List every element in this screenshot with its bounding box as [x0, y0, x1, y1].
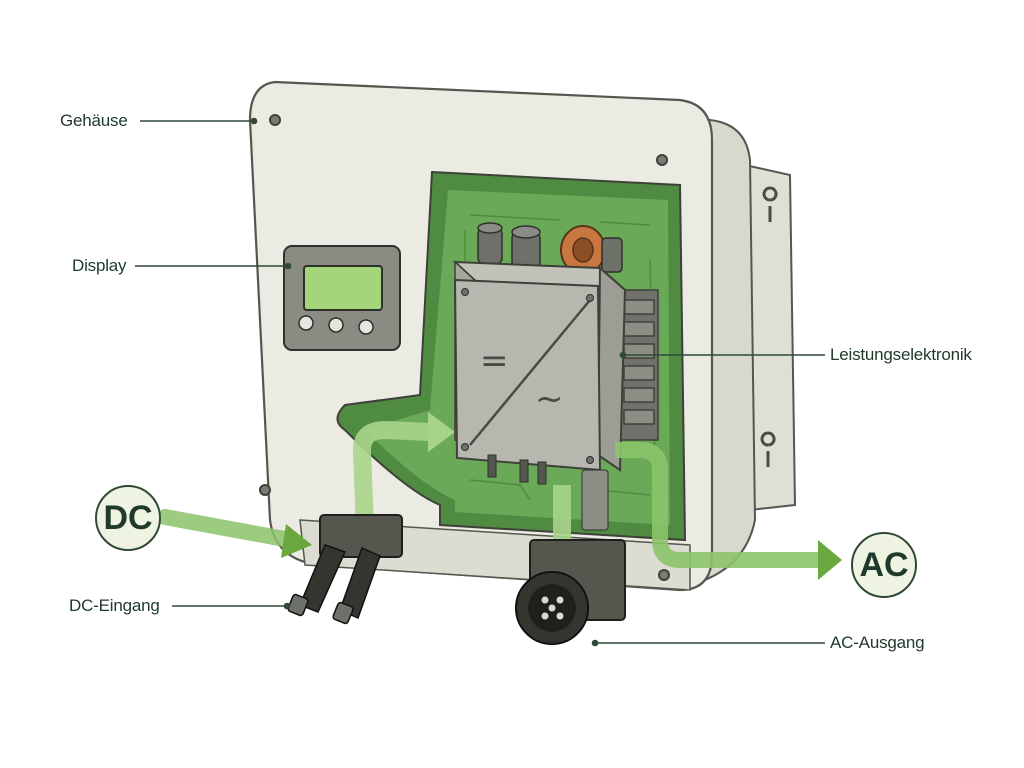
capacitors: [477, 222, 541, 273]
label-power-electronics: Leistungselektronik: [830, 345, 972, 364]
dc-connectors: [287, 514, 403, 625]
dc-symbol: =: [480, 341, 509, 381]
label-dc-input: DC-Eingang: [69, 596, 160, 615]
housing-screws: [259, 114, 670, 581]
label-housing: Gehäuse: [60, 111, 128, 130]
ac-flow-arrow: [553, 442, 842, 580]
display-panel: [283, 245, 401, 351]
label-ac-output: AC-Ausgang: [830, 633, 925, 652]
dc-flow-arrow: [157, 412, 455, 558]
bracket-keyhole-top: [762, 186, 778, 222]
bracket-keyhole-bottom: [760, 431, 776, 467]
label-display: Display: [72, 256, 127, 275]
ac-connector: [515, 539, 626, 645]
power-electronics-box: [452, 260, 628, 472]
dc-badge: DC: [95, 485, 161, 551]
component-pins: [487, 454, 609, 531]
leader-lines: [135, 117, 825, 647]
inductor-coil: [560, 225, 623, 275]
ac-badge: AC: [851, 532, 917, 598]
ac-symbol: ~: [535, 379, 564, 419]
